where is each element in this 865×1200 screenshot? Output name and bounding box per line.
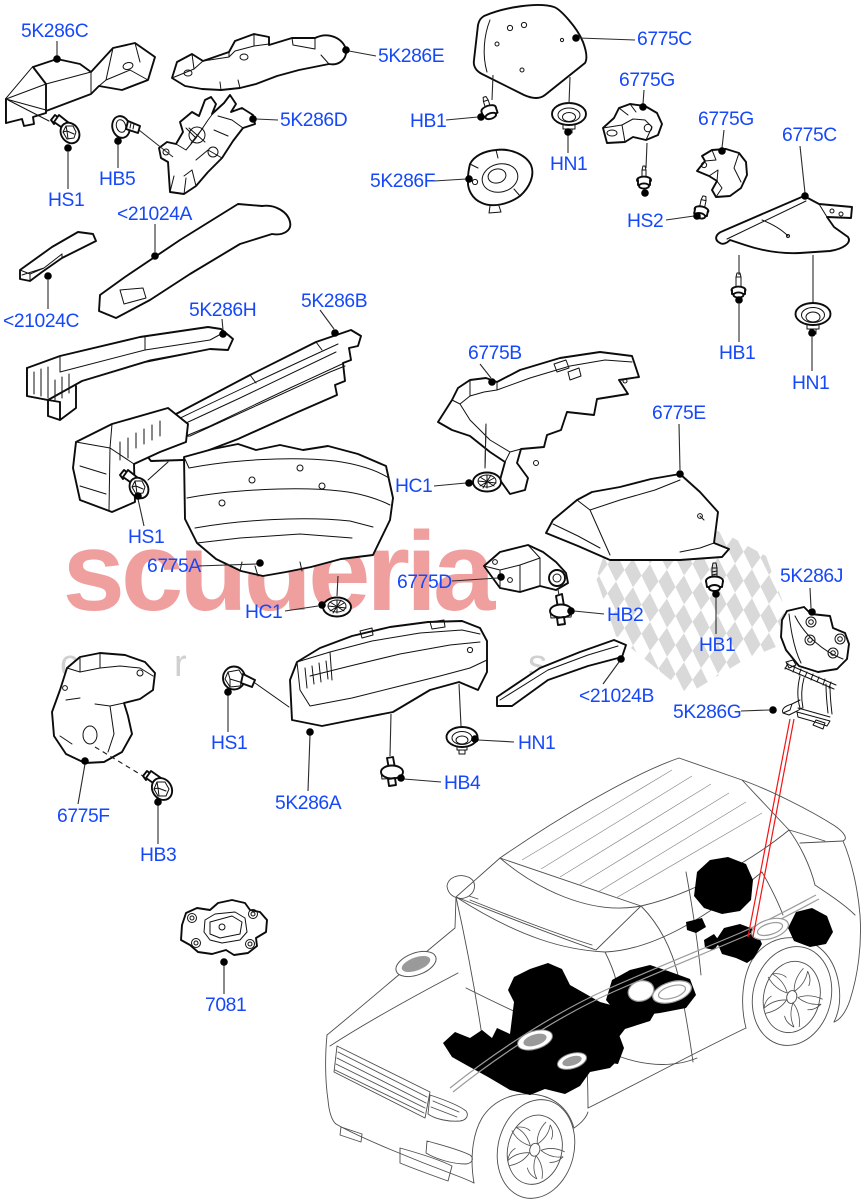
svg-text:HB1: HB1 [699, 635, 735, 656]
svg-text:HN1: HN1 [518, 733, 555, 754]
svg-text:5K286E: 5K286E [378, 46, 445, 67]
svg-text:6775C: 6775C [637, 29, 692, 50]
svg-text:6775B: 6775B [468, 343, 522, 364]
svg-text:HB1: HB1 [410, 111, 446, 132]
svg-text:6775G: 6775G [698, 109, 754, 130]
svg-text:HB1: HB1 [719, 343, 755, 364]
svg-text:HS1: HS1 [211, 733, 247, 754]
svg-text:5K286C: 5K286C [21, 21, 89, 42]
svg-text:5K286J: 5K286J [780, 566, 843, 587]
svg-text:6775C: 6775C [782, 125, 837, 146]
svg-text:6775F: 6775F [57, 806, 110, 827]
svg-text:HB3: HB3 [140, 845, 176, 866]
svg-text:5K286F: 5K286F [370, 171, 435, 192]
svg-text:HN1: HN1 [792, 373, 829, 394]
svg-text:5K286D: 5K286D [280, 110, 347, 131]
svg-text:HC1: HC1 [245, 602, 282, 623]
svg-text:HB2: HB2 [607, 605, 643, 626]
svg-text:5K286G: 5K286G [673, 702, 741, 723]
svg-text:r: r [174, 643, 187, 685]
svg-text:HB5: HB5 [99, 169, 135, 190]
svg-text:<21024C: <21024C [3, 311, 79, 332]
svg-text:5K286A: 5K286A [275, 793, 342, 814]
svg-text:7081: 7081 [205, 995, 246, 1016]
svg-text:6775E: 6775E [652, 403, 706, 424]
svg-text:5K286B: 5K286B [301, 291, 367, 312]
svg-text:<21024A: <21024A [117, 204, 192, 225]
svg-text:HC1: HC1 [395, 476, 432, 497]
svg-text:HN1: HN1 [550, 154, 587, 175]
svg-text:6775G: 6775G [619, 70, 675, 91]
svg-text:5K286H: 5K286H [189, 300, 256, 321]
svg-text:6775A: 6775A [147, 556, 201, 577]
svg-text:HB4: HB4 [444, 773, 481, 794]
svg-text:6775D: 6775D [397, 572, 452, 593]
svg-text:HS1: HS1 [128, 527, 164, 548]
svg-text:<21024B: <21024B [579, 686, 654, 707]
svg-text:HS1: HS1 [48, 190, 84, 211]
svg-text:HS2: HS2 [627, 211, 663, 232]
